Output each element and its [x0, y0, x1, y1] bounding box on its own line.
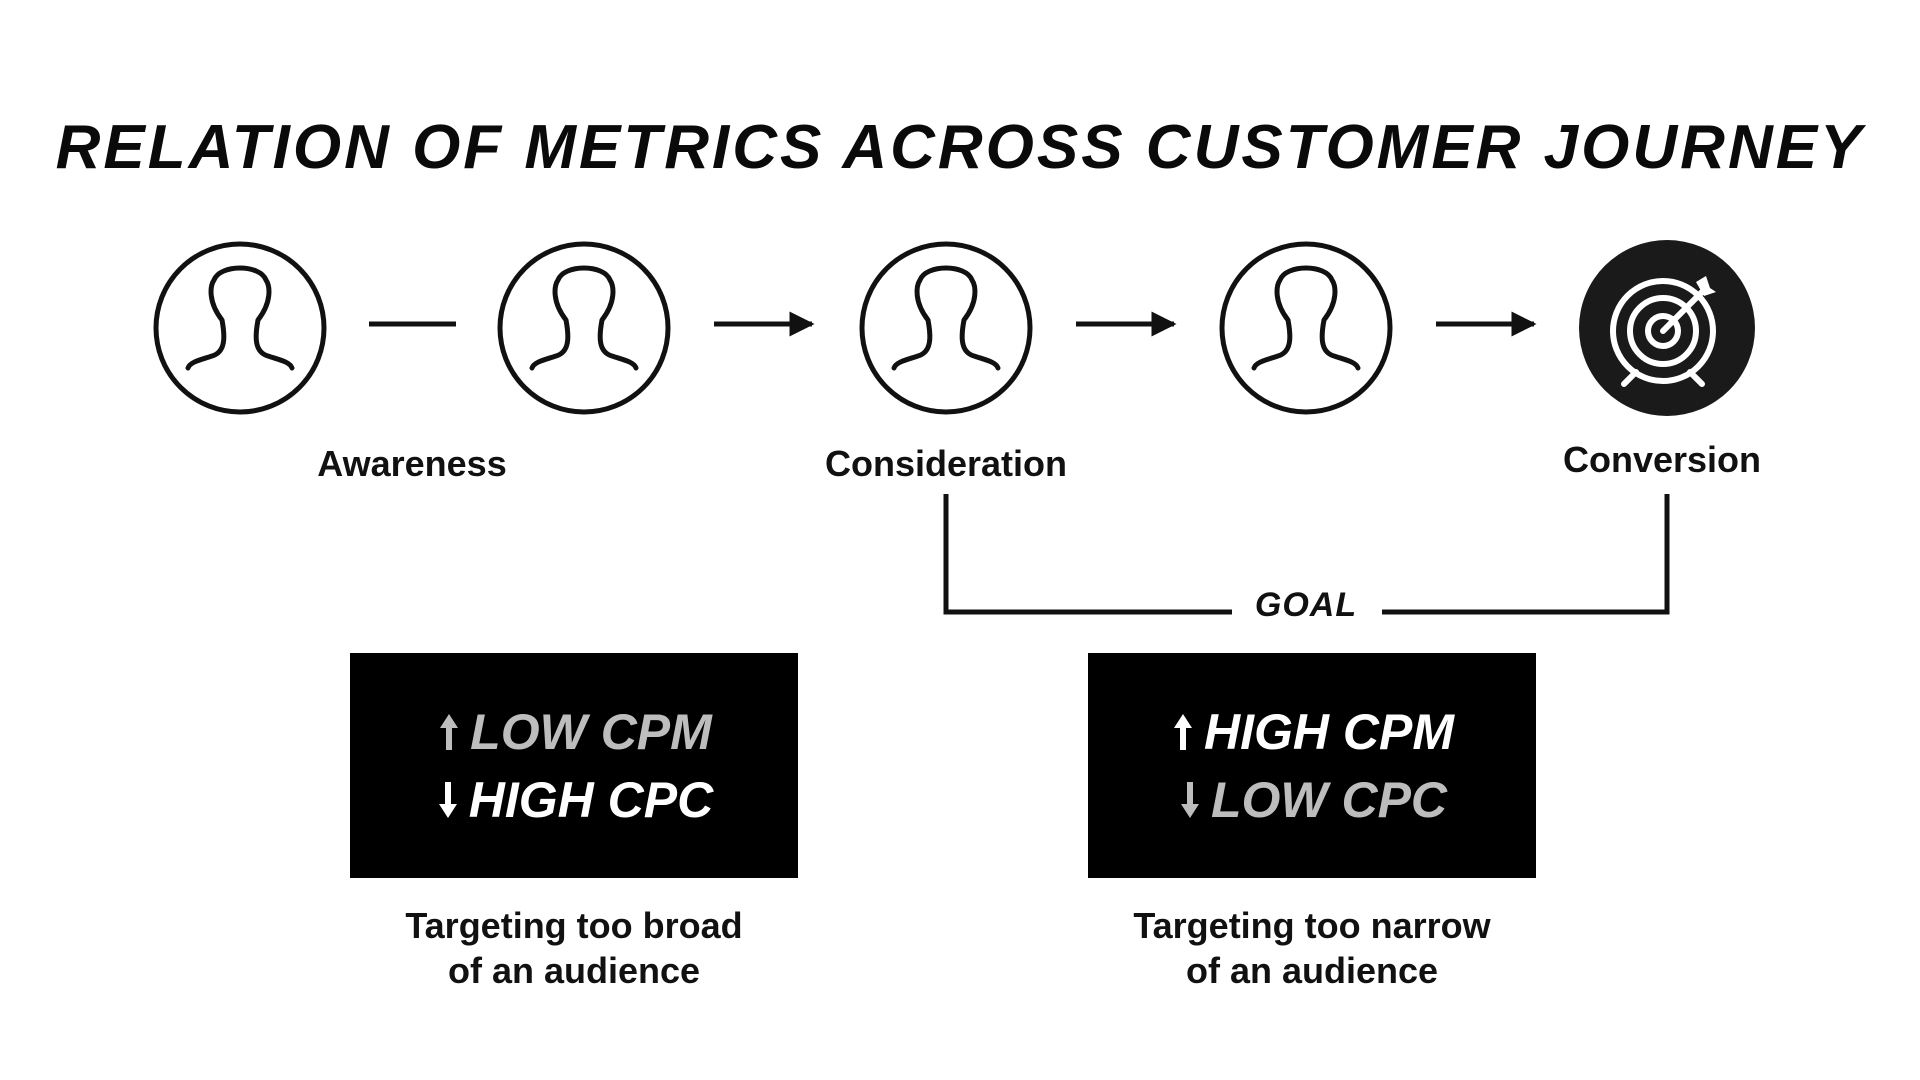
- metric-line: LOW CPM: [436, 698, 712, 766]
- metric-text: LOW CPC: [1210, 771, 1448, 828]
- up-arrow-icon: [1170, 712, 1196, 752]
- stage-conversion-target-icon: [1579, 240, 1755, 416]
- metric-line: HIGH CPC: [435, 766, 713, 834]
- caption-line: Targeting too broad: [405, 905, 743, 946]
- stage-4-person-icon: [1219, 241, 1393, 415]
- goal-bracket: [943, 494, 1232, 615]
- caption-broad: Targeting too broad of an audience: [350, 903, 798, 993]
- stage-label-conversion: Conversion: [1562, 439, 1762, 480]
- stage-awareness-person-icon: [153, 241, 327, 415]
- goal-label: GOAL: [1244, 586, 1368, 625]
- caption-line: of an audience: [1185, 950, 1439, 991]
- metric-text: HIGH CPC: [468, 771, 714, 828]
- down-arrow-icon: [1177, 780, 1203, 820]
- metric-line: HIGH CPM: [1170, 698, 1454, 766]
- stage-label-consideration: Consideration: [824, 443, 1068, 484]
- stage-consideration-person-icon: [859, 241, 1033, 415]
- up-arrow-icon: [436, 712, 462, 752]
- page-title: RELATION OF METRICS ACROSS CUSTOMER JOUR…: [55, 113, 1865, 182]
- metric-text: HIGH CPM: [1204, 703, 1454, 760]
- down-arrow-icon: [435, 780, 461, 820]
- caption-line: Targeting too narrow: [1133, 905, 1491, 946]
- stage-label-awareness: Awareness: [317, 443, 507, 484]
- metric-box-narrow: HIGH CPM LOW CPC: [1088, 653, 1536, 878]
- metric-text: LOW CPM: [470, 703, 712, 760]
- caption-narrow: Targeting too narrow of an audience: [1088, 903, 1536, 993]
- metric-box-broad: LOW CPM HIGH CPC: [350, 653, 798, 878]
- goal-bracket: [1382, 494, 1670, 615]
- caption-line: of an audience: [447, 950, 701, 991]
- metric-line: LOW CPC: [1177, 766, 1447, 834]
- stage-2-person-icon: [497, 241, 671, 415]
